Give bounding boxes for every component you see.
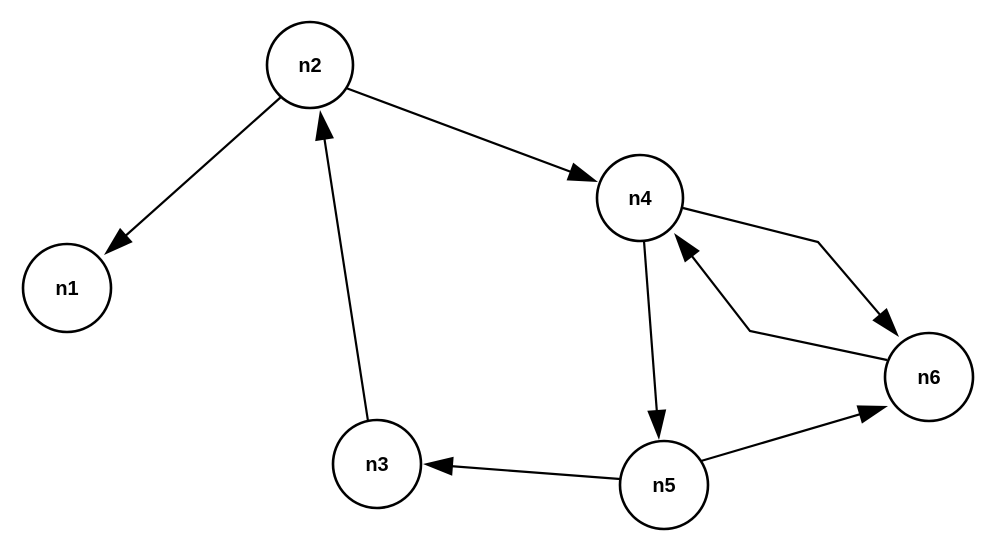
node-circle	[883, 331, 975, 423]
edge-line	[121, 96, 282, 240]
edge-line	[447, 464, 621, 481]
arrowhead-icon	[315, 110, 334, 142]
node-circle	[331, 418, 423, 510]
edge-line	[700, 411, 865, 463]
edge-line	[688, 251, 888, 362]
graph-edge-n2-to-n1[interactable]	[104, 96, 282, 255]
graph-edge-n2-to-n4[interactable]	[345, 86, 598, 182]
node-circle	[21, 242, 113, 334]
edge-line	[682, 206, 884, 319]
arrowhead-icon	[566, 162, 598, 182]
arrowhead-icon	[674, 233, 700, 263]
graph-edge-n4-to-n5[interactable]	[642, 240, 667, 440]
graph-edge-n5-to-n3[interactable]	[423, 456, 621, 481]
graph-edge-n4-to-n6[interactable]	[682, 206, 899, 337]
graph-node-n3[interactable]: n3	[331, 418, 423, 510]
edge-layer	[104, 86, 899, 481]
arrowhead-icon	[104, 227, 133, 255]
node-circle	[618, 439, 710, 531]
graph-node-n6[interactable]: n6	[883, 331, 975, 423]
arrowhead-icon	[856, 405, 888, 424]
graph-edge-n3-to-n2[interactable]	[315, 110, 370, 422]
node-circle	[595, 153, 685, 243]
graph-node-n2[interactable]: n2	[265, 20, 355, 110]
edge-line	[322, 134, 370, 422]
graph-node-n5[interactable]: n5	[618, 439, 710, 531]
node-layer: n1 n2 n3 n4 n5 n6	[21, 20, 975, 531]
edge-line	[345, 86, 576, 175]
edge-line	[642, 240, 659, 416]
arrowhead-icon	[423, 456, 454, 476]
arrowhead-icon	[647, 409, 667, 440]
node-circle	[265, 20, 355, 110]
graph-node-n1[interactable]: n1	[21, 242, 113, 334]
graph-node-n4[interactable]: n4	[595, 153, 685, 243]
graph-edge-n6-to-n4[interactable]	[674, 233, 888, 362]
arrowhead-icon	[872, 308, 899, 337]
graph-edge-n5-to-n6[interactable]	[700, 405, 888, 463]
